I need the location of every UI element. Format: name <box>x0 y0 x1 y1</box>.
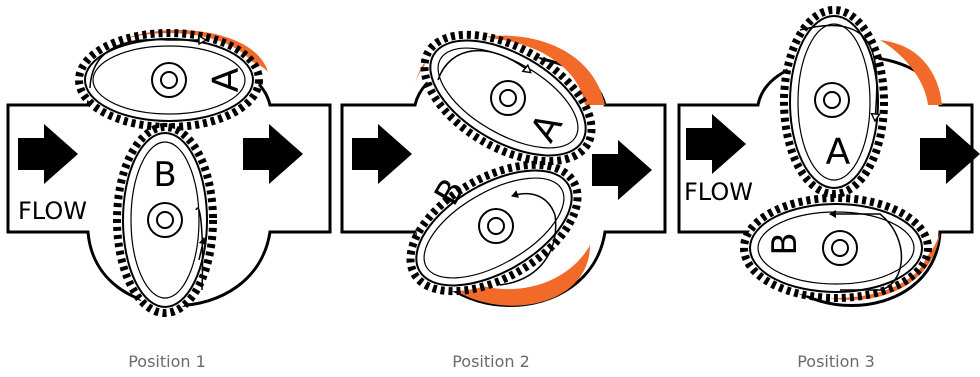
rotation-arrow-icon <box>89 40 205 89</box>
rotation-arrow-icon <box>829 210 903 291</box>
position-3-caption: Position 3 <box>797 352 875 371</box>
gear-hub-icon <box>490 80 526 116</box>
rotation-arrow-icon <box>499 190 557 286</box>
rotation-arrow-icon <box>799 24 877 120</box>
gear-hub-icon <box>822 230 858 266</box>
gear-a-label: A <box>206 67 247 92</box>
gear-hub-icon <box>147 202 183 238</box>
rotation-arrow-icon <box>437 50 530 81</box>
flow-arrow-icon <box>18 124 78 184</box>
gear-b-label: B <box>153 155 176 195</box>
flow-label: FLOW <box>18 197 87 225</box>
trapped-fluid-pocket <box>415 35 605 105</box>
flow-label: FLOW <box>684 178 753 206</box>
gear-a-label: A <box>826 132 851 173</box>
position-2-panel: A B <box>340 30 667 307</box>
position-1-caption: Position 1 <box>128 352 206 371</box>
position-1-panel: A B FLOW <box>6 29 332 317</box>
flow-arrow-icon <box>686 114 746 174</box>
rotation-arrow-icon <box>195 207 204 291</box>
position-2-caption: Position 2 <box>452 352 530 371</box>
gear-b-label: B <box>765 232 805 255</box>
flow-arrow-icon <box>920 124 980 184</box>
gear-hub-icon <box>478 208 514 244</box>
flow-arrow-icon <box>243 124 303 184</box>
flow-arrow-icon <box>352 124 412 184</box>
trapped-fluid-pocket <box>880 40 942 105</box>
flow-arrow-icon <box>592 140 652 200</box>
gear-hub-icon <box>151 62 187 98</box>
position-3-panel: A B FLOW <box>677 6 980 307</box>
gear-hub-icon <box>814 82 850 118</box>
